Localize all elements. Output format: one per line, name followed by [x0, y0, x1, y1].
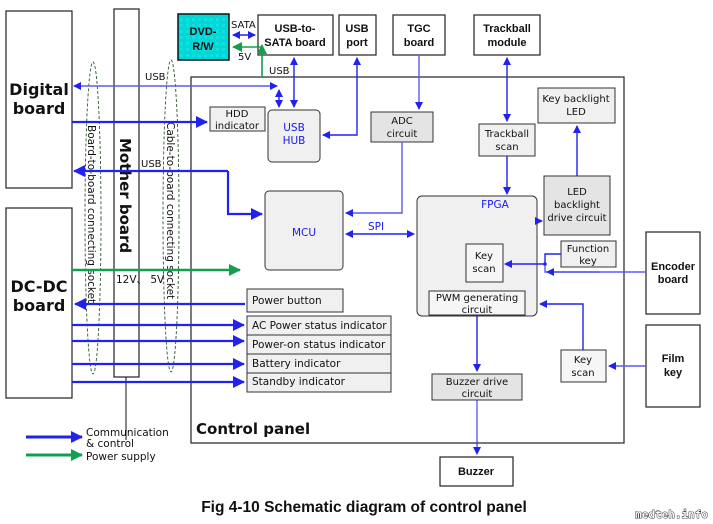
adc-label-1: ADC [391, 116, 413, 127]
key-scan2-label-2: scan [571, 368, 594, 379]
control-panel-title: Control panel [196, 420, 310, 438]
encoder-board-label-1: Encoder [651, 261, 696, 273]
sata-label: SATA [231, 20, 256, 31]
key-backlight-led-label-2: LED [566, 107, 586, 118]
adc-circuit: ADC circuit [370, 111, 434, 143]
usb-port-label-2: port [346, 37, 368, 49]
led-drive-label-1: LED [567, 187, 587, 198]
usb-label-digital-upper: USB [145, 72, 166, 83]
spi-label: SPI [368, 221, 384, 233]
dcdc-board-label-line1: DC-DC [10, 277, 67, 296]
board-to-board-socket-ellipse [84, 61, 102, 375]
cable-to-board-socket-label: Cable-to-board connecting socket [164, 122, 176, 299]
fpga-key-scan-label-1: Key [475, 251, 493, 262]
digital-board [5, 10, 73, 189]
function-key: Function key [560, 240, 617, 268]
legend-communication-label-2: & control [86, 438, 134, 450]
indicator-label-3: Battery indicator [252, 358, 341, 370]
trackball-module: Trackball module [473, 14, 541, 56]
usb-to-sata-label-2: SATA board [264, 37, 326, 49]
hdd-indicator: HDD indicator [209, 106, 266, 132]
usb-hub-label-1: USB [283, 122, 305, 134]
usb-port-label-1: USB [345, 23, 368, 35]
fpga-key-scan: Key scan [465, 243, 504, 283]
film-key-label-1: Film [662, 353, 685, 365]
led-drive-label-2: backlight [554, 200, 600, 211]
encoder-board-label-2: board [658, 274, 689, 286]
usb-label-top: USB [269, 66, 290, 77]
ac-power-indicator-box: AC Power status indicator [246, 315, 392, 336]
function-key-label-1: Function [567, 244, 610, 255]
figure-caption: Fig 4-10 Schematic diagram of control pa… [201, 499, 527, 516]
key-backlight-led-label-1: Key backlight [542, 94, 609, 105]
watermark: medteh.info [635, 508, 708, 521]
key-scan2-label-1: Key [574, 355, 592, 366]
buzzer-drive-label-1: Buzzer drive [446, 377, 508, 388]
buzzer-label: Buzzer [458, 466, 495, 478]
adc-label-2: circuit [387, 129, 418, 140]
usb-hub-label-2: HUB [283, 135, 306, 147]
power-on-indicator-box: Power-on status indicator [246, 334, 392, 355]
usb-port: USB port [338, 14, 377, 56]
trackball-module-label-1: Trackball [483, 23, 531, 35]
usb-label-digital-lower: USB [141, 159, 162, 170]
dvd-rw: DVD- R/W [177, 13, 230, 61]
indicator-label-4: Standby indicator [252, 376, 346, 388]
cable-to-board-socket-ellipse [162, 59, 180, 373]
5v-label: 5V [238, 52, 251, 63]
indicator-label-0: Power button [252, 295, 322, 307]
dvd-rw-label-2: R/W [192, 41, 214, 53]
digital-board-label-line1: Digital [9, 80, 69, 99]
indicator-label-1: AC Power status indicator [252, 320, 387, 332]
mother-board: Mother board [113, 8, 140, 378]
tgc-board-label-2: board [404, 37, 435, 49]
dvd-rw-label-1: DVD- [190, 26, 217, 38]
power-button-box: Power button [246, 288, 344, 313]
pwm-label-2: circuit [462, 305, 493, 316]
standby-indicator-box: Standby indicator [246, 372, 392, 393]
fpga-key-scan-label-2: scan [472, 264, 495, 275]
trackball-scan-label-2: scan [495, 142, 518, 153]
legend-power-label: Power supply [86, 451, 156, 463]
encoder-board: Encoder board [645, 231, 701, 315]
mcu-label: MCU [292, 227, 316, 239]
usb-to-sata-label-1: USB-to- [275, 23, 316, 35]
indicator-label-2: Power-on status indicator [252, 339, 386, 351]
pwm-label-1: PWM generating [436, 293, 518, 304]
film-key: Film key [645, 324, 701, 408]
trackball-scan-label-1: Trackball [484, 129, 529, 140]
hdd-indicator-label-1: HDD [226, 109, 249, 120]
usb-hub: USB HUB [267, 109, 321, 163]
power-rail-label: 12V、 5V [116, 274, 165, 286]
function-key-label-2: key [579, 256, 597, 267]
buzzer: Buzzer [439, 456, 514, 487]
usb-to-sata-board: USB-to- SATA board [257, 14, 334, 56]
control-panel-frame [190, 76, 625, 444]
trackball-scan: Trackball scan [478, 123, 536, 157]
mother-board-label: Mother board [116, 138, 134, 253]
key-scan-film: Key scan [560, 349, 607, 383]
dcdc-board [5, 207, 73, 399]
buzzer-drive-label-2: circuit [462, 389, 493, 400]
led-drive-label-3: drive circuit [547, 213, 606, 224]
tgc-board: TGC board [392, 14, 446, 56]
key-backlight-led: Key backlight LED [537, 87, 616, 124]
hdd-indicator-label-2: indicator [215, 121, 260, 132]
battery-indicator-box: Battery indicator [246, 353, 392, 374]
fpga-label: FPGA [481, 199, 510, 211]
film-key-label-2: key [664, 367, 683, 379]
tgc-board-label-1: TGC [407, 23, 430, 35]
led-backlight-drive-circuit: LED backlight drive circuit [543, 175, 611, 236]
trackball-module-label-2: module [487, 37, 526, 49]
legend: Communication & control Power supply [26, 427, 169, 463]
digital-board-label-line2: board [13, 99, 66, 118]
buzzer-drive-circuit: Buzzer drive circuit [431, 373, 523, 401]
pwm-generating-circuit: PWM generating circuit [428, 290, 526, 316]
legend-communication-label-1: Communication [86, 427, 169, 439]
dcdc-board-label-line2: board [13, 296, 66, 315]
board-to-board-socket-label: Board-to-board connecting socket [85, 125, 97, 303]
mcu: MCU [264, 190, 344, 271]
